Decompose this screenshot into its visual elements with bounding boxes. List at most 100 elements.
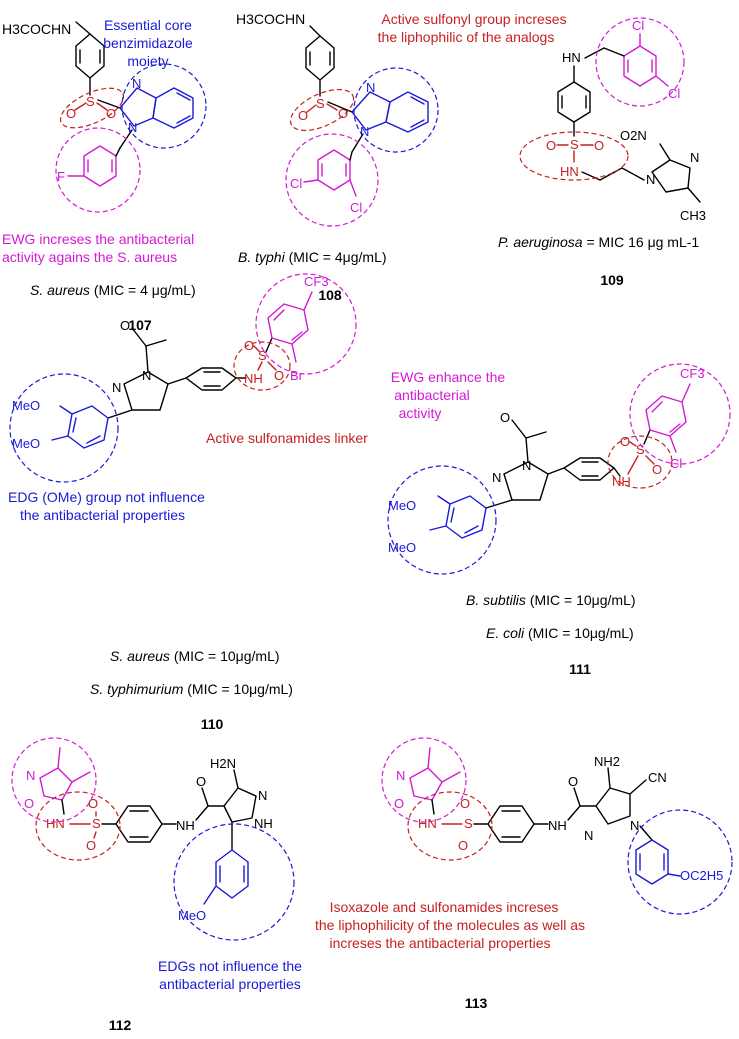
c108-chloro-label-2: Cl bbox=[350, 200, 362, 215]
c113-pyrazole-ring bbox=[595, 787, 631, 825]
svg-text:N: N bbox=[360, 124, 369, 139]
c110-methoxy-label-2: MeO bbox=[12, 436, 40, 451]
c111-chlorophenyl-ring bbox=[645, 395, 687, 437]
c109-hn-label: HN bbox=[562, 50, 581, 65]
compound-109: HN Cl Cl S O O HN N N CH3 O2N P. aer bbox=[498, 17, 706, 288]
c112-sulfonamide-highlight bbox=[35, 791, 121, 861]
c111-sulfonamide-highlight bbox=[607, 435, 673, 489]
c112-pyrazole-ring bbox=[223, 787, 257, 823]
svg-text:N: N bbox=[630, 818, 639, 833]
svg-text:O: O bbox=[244, 338, 254, 353]
c112-methoxyphenyl-ring bbox=[215, 849, 249, 899]
c107-sulfonyl-highlight bbox=[59, 87, 125, 129]
c111-edg-highlight bbox=[387, 465, 497, 575]
compound-113: N O HN S O O NH O N N NH2 CN OC2H5 bbox=[315, 737, 733, 1011]
c112-annotation-1: EDGs not influence the bbox=[158, 958, 302, 974]
c113-annotation-2: the liphophilicity of the molecules as w… bbox=[315, 917, 585, 933]
c110-ewg-highlight bbox=[255, 273, 357, 375]
c108-sulfonyl-highlight bbox=[289, 88, 355, 132]
c107-acetamido-label: H3COCHN bbox=[2, 21, 71, 37]
svg-text:O: O bbox=[120, 318, 130, 333]
c107-number: 107 bbox=[128, 317, 152, 333]
c107-core-highlight bbox=[121, 63, 207, 149]
c110-cf3-label: CF3 bbox=[304, 274, 329, 289]
svg-text:O: O bbox=[298, 108, 308, 123]
c113-amino-label: NH2 bbox=[594, 754, 620, 769]
c107-activity: S. aureus (MIC = 4 μg/mL) bbox=[30, 282, 196, 298]
c111-cf3-label: CF3 bbox=[680, 366, 705, 381]
c109-dichlorophenyl-highlight bbox=[595, 17, 685, 107]
c109-number: 109 bbox=[600, 272, 624, 288]
svg-text:N: N bbox=[646, 172, 655, 187]
c108-number: 108 bbox=[318, 287, 342, 303]
svg-text:NH: NH bbox=[254, 816, 273, 831]
svg-text:N: N bbox=[690, 150, 699, 165]
c112-methoxy-label: MeO bbox=[178, 908, 206, 923]
c109-nitro-label: O2N bbox=[620, 128, 647, 143]
svg-text:N: N bbox=[132, 76, 141, 91]
svg-text:N: N bbox=[26, 768, 35, 783]
c111-number: 111 bbox=[569, 661, 591, 677]
c110-activity-1: S. aureus (MIC = 10μg/mL) bbox=[110, 648, 280, 664]
c109-sulfonamide-highlight bbox=[519, 131, 629, 181]
c107-ewg-annotation-2: activity agains the S. aureus bbox=[2, 249, 177, 265]
c108-dichlorophenyl-ring bbox=[317, 149, 351, 191]
svg-text:O: O bbox=[500, 410, 510, 425]
c113-cyano-label: CN bbox=[648, 770, 667, 785]
svg-text:O: O bbox=[546, 138, 556, 153]
c113-annotation-3: increses the antibacterial properties bbox=[329, 935, 550, 951]
c111-activity-1: B. subtilis (MIC = 10μg/mL) bbox=[466, 592, 636, 608]
svg-text:N: N bbox=[112, 380, 121, 395]
svg-text:S: S bbox=[464, 816, 473, 831]
c107-core-annotation-1: Essential core bbox=[104, 17, 192, 33]
c110-edg-highlight bbox=[9, 373, 119, 483]
svg-text:S: S bbox=[92, 816, 101, 831]
c110-pyrazoline-ring bbox=[123, 371, 169, 411]
svg-text:O: O bbox=[652, 462, 662, 477]
c107-ewg-highlight bbox=[55, 127, 141, 213]
c108-annotation-1: Active sulfonyl group increses bbox=[381, 11, 566, 27]
c108-imidazole-ring bbox=[351, 91, 391, 131]
c109-dichlorophenyl-ring bbox=[623, 45, 657, 87]
c113-isoxazole-highlight bbox=[381, 737, 467, 823]
c107-core-annotation-2: benzimidazole bbox=[103, 35, 193, 51]
svg-text:S: S bbox=[316, 96, 325, 111]
c108-substituent-highlight bbox=[285, 133, 379, 227]
c110-linker-annotation: Active sulfonamides linker bbox=[206, 430, 368, 446]
c109-activity: P. aeruginosa = MIC 16 μg mL-1 bbox=[498, 234, 699, 250]
c107-imidazole-ring bbox=[119, 87, 157, 127]
svg-text:N: N bbox=[258, 788, 267, 803]
c112-number: 112 bbox=[109, 1017, 132, 1033]
svg-text:N: N bbox=[492, 470, 501, 485]
c113-edg-highlight bbox=[627, 809, 733, 915]
c109-methyl-label: CH3 bbox=[680, 208, 706, 223]
svg-text:O: O bbox=[460, 796, 470, 811]
c108-acetamido-label: H3COCHN bbox=[236, 11, 305, 27]
c111-activity-2: E. coli (MIC = 10μg/mL) bbox=[486, 625, 634, 641]
svg-text:S: S bbox=[258, 348, 267, 363]
c112-edg-highlight bbox=[173, 823, 295, 941]
svg-text:O: O bbox=[88, 796, 98, 811]
c108-core-highlight bbox=[353, 67, 439, 153]
c111-methoxy-label-1: MeO bbox=[388, 498, 416, 513]
svg-text:S: S bbox=[86, 94, 95, 109]
c111-pyrazoline-ring bbox=[503, 461, 549, 501]
svg-text:O: O bbox=[24, 796, 34, 811]
svg-text:O: O bbox=[594, 138, 604, 153]
compound-108: H3COCHN S O O N N Cl Cl Active sulfonyl … bbox=[236, 11, 567, 303]
svg-text:N: N bbox=[142, 368, 151, 383]
svg-text:N: N bbox=[584, 828, 593, 843]
svg-text:S: S bbox=[570, 137, 579, 152]
svg-text:HN: HN bbox=[418, 816, 437, 831]
compound-110: O N N MeO MeO NH S O O CF3 Br bbox=[8, 273, 368, 732]
c111-ewg-annotation-2: antibacterial bbox=[394, 387, 470, 403]
svg-text:O: O bbox=[620, 434, 630, 449]
c108-chloro-label-1: Cl bbox=[290, 176, 302, 191]
c107-ewg-annotation-1: EWG increses the antibacterial bbox=[2, 231, 194, 247]
compound-111: O N N MeO MeO NH S O O CF3 Cl EWG en bbox=[387, 363, 731, 677]
c107-fluoro-label: F bbox=[57, 169, 65, 184]
c113-number: 113 bbox=[465, 995, 488, 1011]
svg-text:NH: NH bbox=[548, 818, 567, 833]
c110-methoxy-label-1: MeO bbox=[12, 398, 40, 413]
c109-nh-label: HN bbox=[560, 164, 579, 179]
